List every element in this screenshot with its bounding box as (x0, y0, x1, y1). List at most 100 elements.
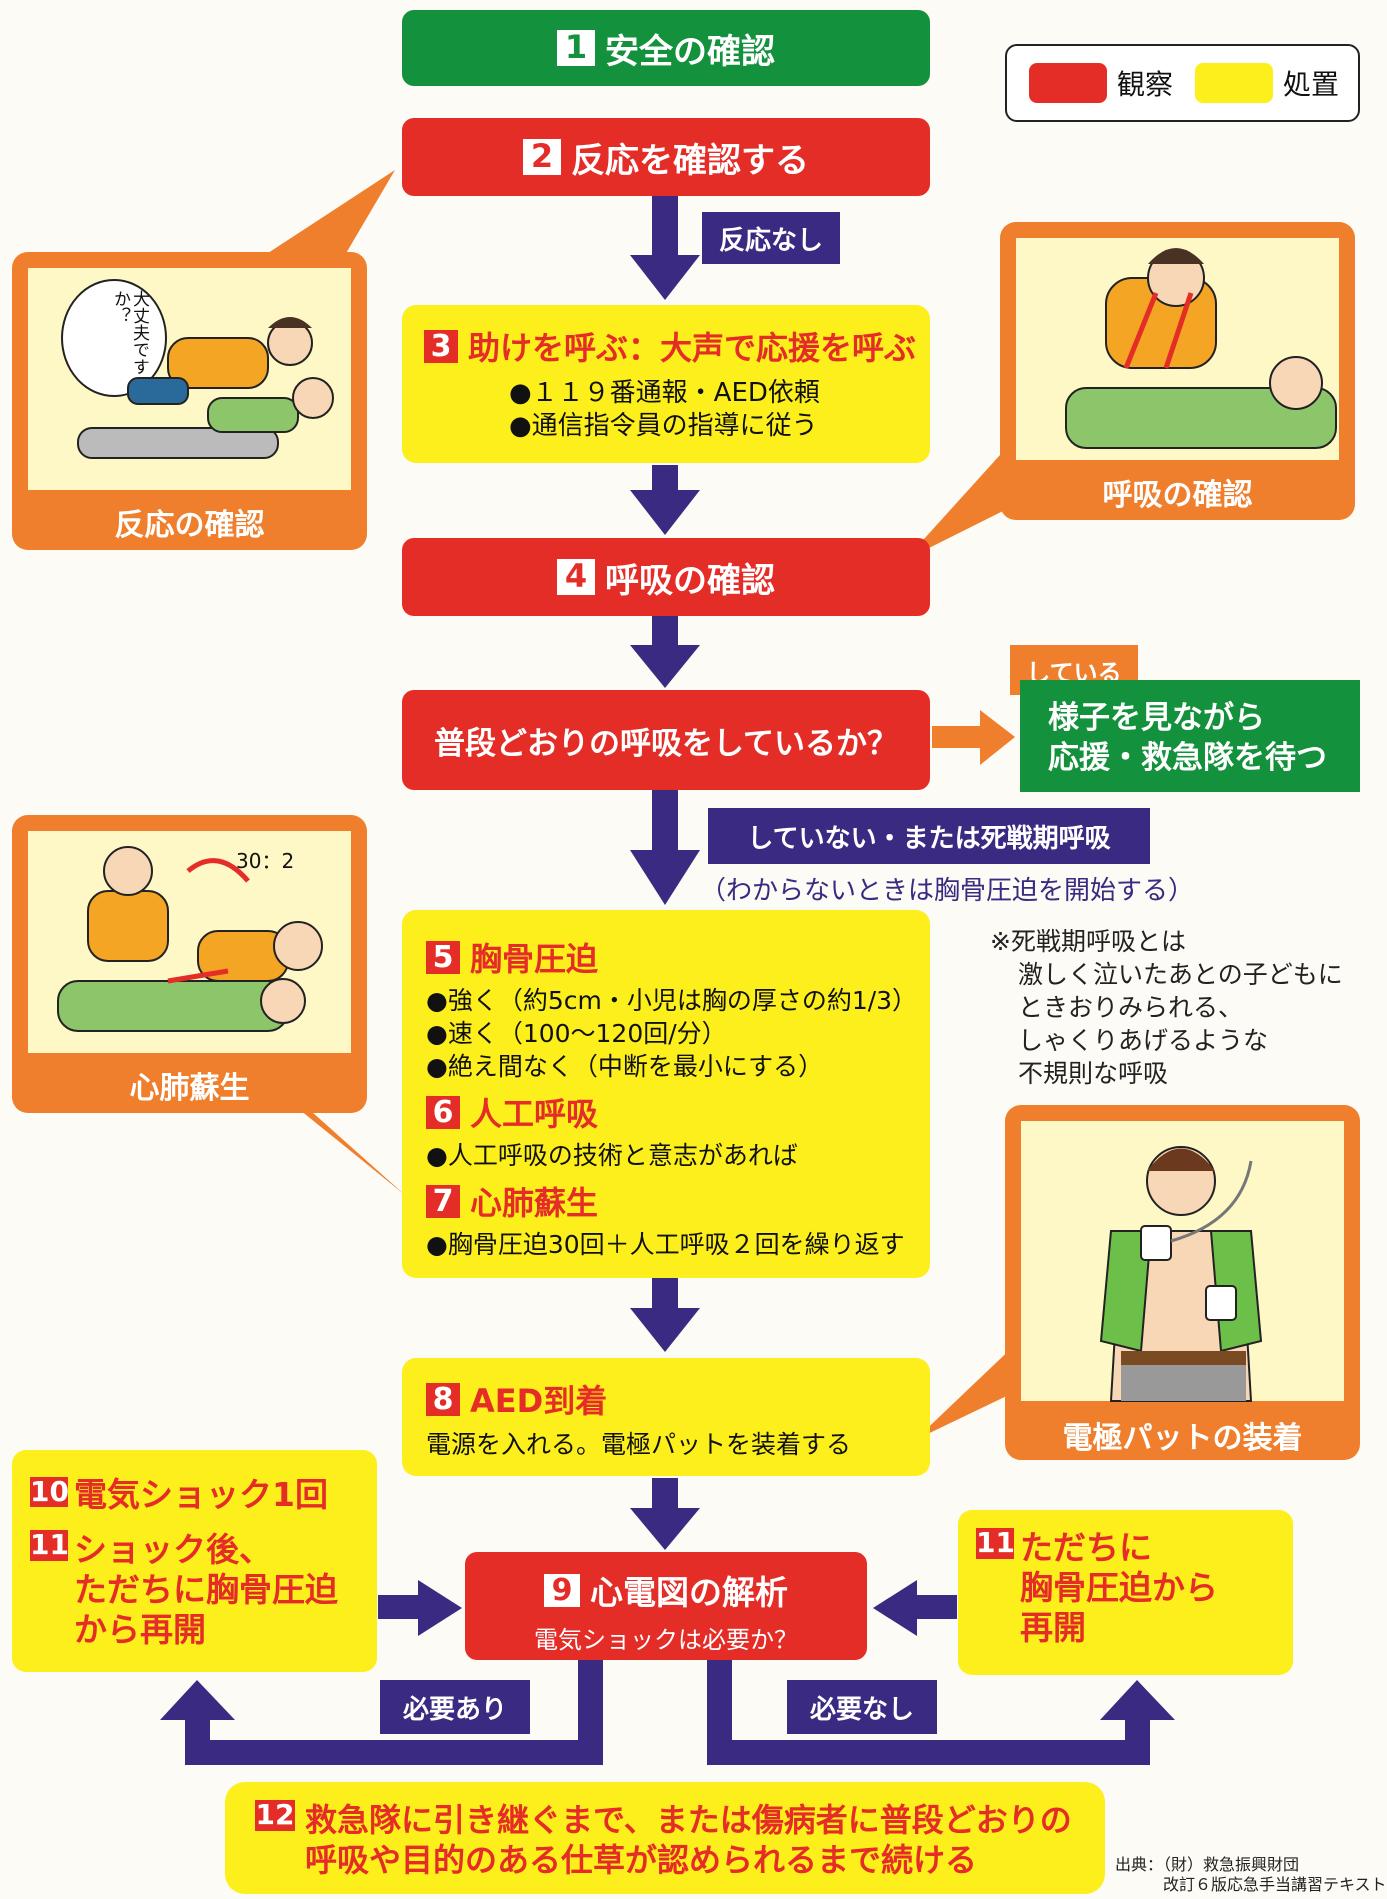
shock-needed-tag: 必要あり (380, 1680, 530, 1734)
step-number: 7 (426, 1184, 460, 1218)
step-number: 9 (544, 1573, 580, 1607)
list-item: ●胸骨圧迫30回＋人工呼吸２回を繰り返す (426, 1230, 905, 1259)
step-1-safety-check: 1 安全の確認 (402, 10, 930, 86)
step-12-lines: 救急隊に引き継ぐまで、または傷病者に普段どおりの 呼吸や目的のある仕草が認められ… (305, 1800, 1072, 1880)
step-11b-lines: ただちに 胸骨圧迫から 再開 (1020, 1528, 1218, 1648)
bubble-tail-response (265, 170, 395, 255)
cpr-ratio-label: 30：2 (236, 849, 295, 873)
step-11a-lines: ショック後、 ただちに胸骨圧迫 から再開 (74, 1530, 338, 1650)
legend-treat-swatch (1195, 63, 1274, 103)
step-9-header: 9 心電図の解析 (465, 1566, 867, 1614)
step-number: 4 (557, 559, 595, 595)
step-8-header: 8 AED到着 (426, 1376, 930, 1422)
step-label: 安全の確認 (605, 31, 775, 72)
no-response-tag: 反応なし (702, 212, 840, 264)
agonal-breathing-note: ※死戦期呼吸とは 激しく泣いたあとの子どもに ときおりみられる、 しゃくりあげる… (990, 925, 1360, 1090)
step-line: ショック後、 (74, 1530, 272, 1569)
wait-line-2: 応援・救急隊を待つ (1048, 740, 1327, 776)
step-3-call-for-help: 3 助けを呼ぶ：大声で応援を呼ぶ ●１１９番通報・AED依頼 ●通信指令員の指導… (402, 305, 930, 463)
unsure-note: （わからないときは胸骨圧迫を開始する） (700, 876, 1195, 906)
legend: 観察 処置 (1005, 44, 1360, 122)
step-9-desc: 電気ショックは必要か？ (534, 1626, 798, 1654)
list-item: ●絶え間なく（中断を最小にする） (426, 1052, 824, 1081)
step-5-items: ●強く（約5cm・小児は胸の厚さの約1/3） ●速く（100～120回/分） ●… (426, 984, 930, 1083)
step-number: 12 (255, 1798, 295, 1831)
list-item: ●１１９番通報・AED依頼 (509, 378, 820, 408)
step-12-continue: 12 救急隊に引き継ぐまで、または傷病者に普段どおりの 呼吸や目的のある仕草が認… (225, 1782, 1105, 1894)
step-number: 11 (976, 1526, 1015, 1559)
step-number: 2 (523, 139, 561, 175)
shock-not-needed-tag: 必要なし (787, 1680, 937, 1734)
pad-attachment-drawing (1021, 1121, 1344, 1402)
step-10-11-shock-box: 10 電気ショック1回 11 ショック後、 ただちに胸骨圧迫 から再開 (12, 1450, 377, 1672)
step-5-7-cpr-box: 5 胸骨圧迫 ●強く（約5cm・小児は胸の厚さの約1/3） ●速く（100～12… (402, 910, 930, 1278)
illustration-caption: 心肺蘇生 (129, 1071, 250, 1106)
source-line-1: 出典：（財）救急振興財団 (1115, 1855, 1300, 1874)
source-line-2: 改訂６版応急手当講習テキスト (1163, 1875, 1387, 1894)
step-11a-header: 11 ショック後、 ただちに胸骨圧迫 から再開 (30, 1528, 377, 1650)
step-12-header: 12 救急隊に引き継ぐまで、または傷病者に普段どおりの 呼吸や目的のある仕草が認… (255, 1798, 1105, 1880)
wait-line-1: 様子を見ながら (1048, 700, 1265, 736)
illustration-cpr: 30：2 心肺蘇生 (12, 815, 367, 1113)
step-label: 心電図の解析 (590, 1573, 788, 1612)
down-arrows (160, 195, 1175, 1765)
note-line: 激しく泣いたあとの子どもに (1018, 960, 1343, 989)
step-3-header: 3 助けを呼ぶ：大声で応援を呼ぶ (424, 323, 930, 369)
step-line: 救急隊に引き継ぐまで、または傷病者に普段どおりの (305, 1801, 1072, 1839)
step-10-header: 10 電気ショック1回 (30, 1468, 377, 1516)
step-2-check-response: 2 反応を確認する (402, 118, 930, 196)
step-number: 11 (30, 1528, 69, 1561)
step-label: 心肺蘇生 (470, 1184, 599, 1222)
step-number: 6 (426, 1095, 460, 1129)
step-4-check-breathing: 4 呼吸の確認 (402, 538, 930, 616)
note-line: ときおりみられる、 (1018, 993, 1244, 1022)
step-6-header: 6 人工呼吸 (426, 1089, 930, 1135)
illustration-image (1021, 1121, 1344, 1402)
step-7-items: ●胸骨圧迫30回＋人工呼吸２回を繰り返す (426, 1228, 930, 1261)
note-line: しゃくりあげるような (1018, 1026, 1269, 1055)
step-8-desc: 電源を入れる。電極パットを装着する (426, 1430, 852, 1459)
normal-breathing-question: 普段どおりの呼吸をしているか？ (402, 690, 930, 790)
step-number: 8 (426, 1382, 460, 1416)
breathing-check-drawing (1016, 238, 1339, 460)
step-line: 再開 (1020, 1608, 1086, 1647)
step-label: AED到着 (470, 1382, 608, 1420)
illustration-caption: 呼吸の確認 (1102, 478, 1253, 513)
legend-treat-label: 処置 (1283, 68, 1340, 101)
list-item: ●速く（100～120回/分） (426, 1019, 727, 1048)
legend-observe-label: 観察 (1117, 68, 1174, 101)
illustration-image: 大丈夫ですか？ (28, 268, 351, 490)
list-item: ●人工呼吸の技術と意志があれば (426, 1141, 798, 1170)
note-line: ※死戦期呼吸とは (990, 927, 1186, 956)
speech-bubble-text: 大丈夫ですか？ (110, 290, 149, 375)
step-line: ただちに胸骨圧迫 (74, 1570, 338, 1609)
step-line: 胸骨圧迫から (1020, 1568, 1218, 1607)
yes-arrow (932, 710, 1015, 765)
step-label: 電気ショック1回 (74, 1475, 328, 1514)
step-label: 反応を確認する (571, 140, 809, 181)
illustration-caption: 反応の確認 (114, 508, 265, 543)
step-number: 5 (426, 940, 460, 974)
not-breathing-tag: していない・または死戦期呼吸 (708, 808, 1150, 864)
list-item: ●通信指令員の指導に従う (509, 411, 818, 441)
legend-observe-swatch (1029, 63, 1107, 103)
response-check-drawing (28, 268, 351, 490)
illustration-breathing-check: 呼吸の確認 (1000, 222, 1355, 520)
step-number: 10 (30, 1474, 69, 1508)
illustration-image (1016, 238, 1339, 460)
illustration-image: 30：2 (28, 831, 351, 1053)
note-line: 不規則な呼吸 (1018, 1059, 1169, 1088)
step-line: ただちに (1020, 1528, 1152, 1567)
list-item: ●強く（約5cm・小児は胸の厚さの約1/3） (426, 986, 918, 1015)
step-11b-header: 11 ただちに 胸骨圧迫から 再開 (976, 1526, 1293, 1648)
step-label: 助けを呼ぶ：大声で応援を呼ぶ (468, 329, 917, 367)
step-5-header: 5 胸骨圧迫 (426, 934, 930, 980)
source-credit: 出典：（財）救急振興財団 改訂６版応急手当講習テキスト (1115, 1855, 1387, 1895)
step-line: から再開 (74, 1610, 206, 1649)
step-7-header: 7 心肺蘇生 (426, 1178, 930, 1224)
step-6-items: ●人工呼吸の技術と意志があれば (426, 1139, 930, 1172)
step-label: 呼吸の確認 (605, 560, 775, 601)
step-3-items: ●１１９番通報・AED依頼 ●通信指令員の指導に従う (424, 377, 930, 443)
step-number: 3 (424, 329, 458, 363)
